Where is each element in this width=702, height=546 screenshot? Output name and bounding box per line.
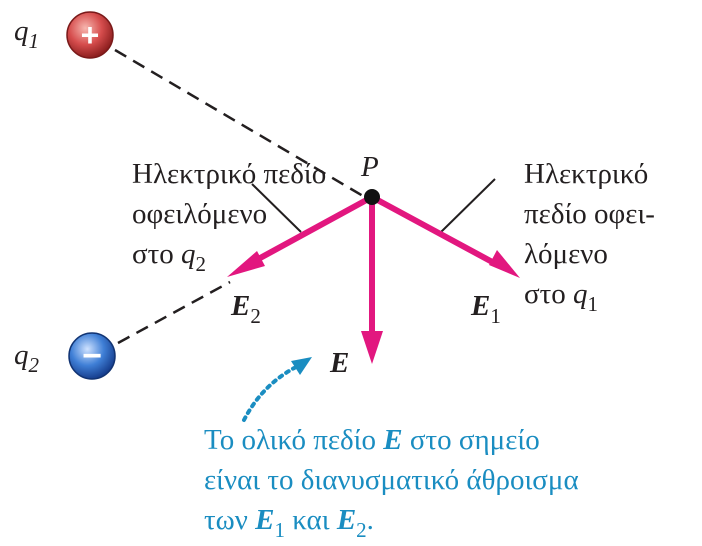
vector-e1-arrow <box>369 194 520 278</box>
vector-e-arrow <box>361 194 383 364</box>
svg-text:στο q1: στο q1 <box>524 278 598 316</box>
dotted-pointer-arrow <box>242 357 312 422</box>
svg-text:λόμενο: λόμενο <box>524 238 608 270</box>
svg-text:Ηλεκτρικό πεδίο: Ηλεκτρικό πεδίο <box>132 158 326 190</box>
svg-text:των E1 και E2.: των E1 και E2. <box>204 504 374 542</box>
charge-q1-label: q1 <box>14 15 39 53</box>
charge-q2: − <box>68 332 116 380</box>
charge-q2-sign: − <box>82 337 102 375</box>
positive-charge-icon <box>66 11 114 59</box>
vector-e1-label: E1 <box>470 290 501 328</box>
charge-q1-sign: + <box>81 17 100 53</box>
charge-q2-label: q2 <box>14 339 40 377</box>
point-p-label: P <box>360 151 379 183</box>
note-total-field: Το ολικό πεδίο E στο σημείο είναι το δια… <box>204 424 579 542</box>
leader-line-e1 <box>440 178 496 233</box>
label-field-due-to-q2: Ηλεκτρικό πεδίο οφειλόμενο στο q2 <box>132 158 326 276</box>
charge-q1: + <box>66 11 114 59</box>
svg-text:Ηλεκτρικό: Ηλεκτρικό <box>524 158 648 190</box>
vector-e2-label: E2 <box>230 290 261 328</box>
svg-text:Το ολικό πεδίο E στο σημείο: Το ολικό πεδίο E στο σημείο <box>204 424 540 456</box>
point-p-dot <box>364 189 380 205</box>
vector-e2-arrow <box>227 194 375 277</box>
svg-text:είναι το διανυσματικό άθροισμα: είναι το διανυσματικό άθροισμα <box>204 464 579 496</box>
svg-text:πεδίο οφει-: πεδίο οφει- <box>524 198 655 230</box>
vector-e-label: E <box>329 347 349 379</box>
dashed-line-q1-to-p <box>114 48 364 198</box>
negative-charge-icon <box>68 332 116 380</box>
svg-text:στο q2: στο q2 <box>132 238 206 276</box>
label-field-due-to-q1: Ηλεκτρικό πεδίο οφει- λόμενο στο q1 <box>524 158 655 316</box>
svg-text:οφειλόμενο: οφειλόμενο <box>132 198 267 230</box>
dashed-line-q2-to-p <box>117 280 231 345</box>
leader-line-e2 <box>251 183 302 233</box>
